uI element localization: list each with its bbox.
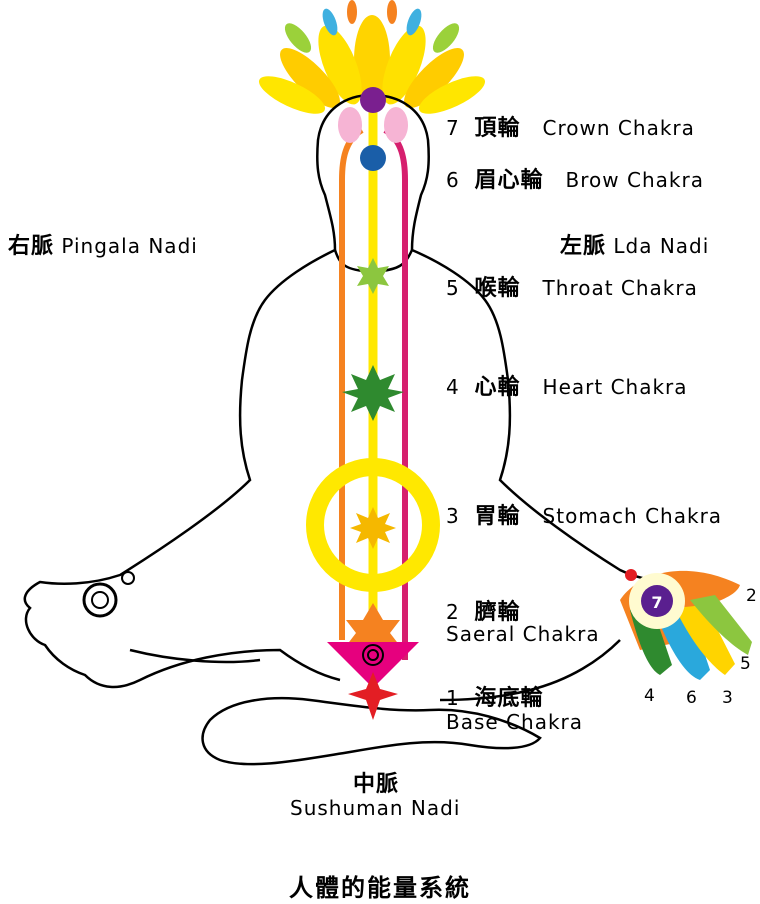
- brow-chakra-symbol: [360, 145, 386, 171]
- right-nadi-en: Pingala Nadi: [61, 234, 198, 258]
- mudra-ring-inner: [91, 591, 109, 609]
- right-thigh-line: [129, 648, 261, 664]
- lotus-petal: [318, 25, 362, 105]
- left-nadi-zh: 左脈: [560, 234, 607, 259]
- finger-lightgreen: [690, 595, 752, 655]
- chakra-num: 3: [446, 504, 460, 528]
- left-thigh-line: [439, 639, 621, 702]
- sacral-chakra-symbol: [346, 603, 400, 662]
- chakra-num: 7: [446, 116, 460, 140]
- central-nadi-en: Sushuman Nadi: [290, 796, 461, 820]
- crown-petal: [338, 107, 362, 143]
- right-hand-mudra: [82, 571, 135, 618]
- chakra-en: Throat Chakra: [542, 276, 698, 300]
- stomach-chakra-symbol: [350, 507, 396, 549]
- central-nadi-zh: 中脈: [353, 772, 400, 797]
- chakra-num: 5: [446, 276, 460, 300]
- finger-number: 4: [644, 686, 655, 706]
- lotus-leaf: [284, 23, 312, 53]
- throat-chakra-symbol: [357, 258, 389, 294]
- crossed-legs-outline: [201, 696, 542, 766]
- left-hand-colored: 7: [620, 569, 752, 680]
- chakra-zh: 胃輪: [474, 504, 521, 529]
- chakra-label-7: 7 頂輪 Crown Chakra: [446, 110, 695, 142]
- chakra-label-4: 4 心輪 Heart Chakra: [446, 369, 688, 401]
- spiral-ring: [367, 649, 379, 661]
- chakra-zh: 眉心輪: [474, 168, 544, 193]
- chakra-label-1: 1 海底輪: [446, 680, 543, 712]
- left-body-outline: [371, 93, 681, 582]
- lotus-leaf: [322, 8, 338, 36]
- lotus-petal: [418, 76, 486, 114]
- left-nadi-en: Lda Nadi: [613, 234, 710, 258]
- mudra-fingertip: [121, 571, 135, 585]
- lotus-petal: [258, 76, 326, 114]
- lotus-leaf: [406, 8, 422, 36]
- chakra-zh: 海底輪: [474, 686, 544, 711]
- palm-center-number: 7: [651, 593, 662, 612]
- heart-chakra-symbol: [342, 365, 404, 421]
- chakra-label-2: 2 臍輪: [446, 594, 520, 626]
- finger-number: 5: [740, 654, 751, 674]
- chakra-zh: 臍輪: [474, 600, 521, 625]
- chakra-num: 1: [446, 686, 460, 710]
- lotus-petal: [382, 25, 426, 105]
- lotus-crown: [258, 0, 486, 114]
- chakra-num: 6: [446, 168, 460, 192]
- right-nadi-zh: 右脈: [8, 234, 55, 259]
- finger-blue: [655, 610, 710, 680]
- stomach-chakra-ring: [306, 458, 440, 592]
- chakra-en-2: Saeral Chakra: [446, 622, 600, 646]
- chakra-label-5: 5 喉輪 Throat Chakra: [446, 270, 698, 302]
- spiral-symbol: [362, 644, 384, 666]
- chakra-en: Stomach Chakra: [542, 504, 723, 528]
- chakra-num: 2: [446, 600, 460, 624]
- crown-pink-petals: [338, 107, 408, 143]
- finger-number: 3: [722, 688, 733, 708]
- right-nadi-label: 右脈 Pingala Nadi: [8, 228, 198, 260]
- chakra-zh: 心輪: [474, 375, 521, 400]
- lotus-petal: [404, 48, 464, 108]
- chakra-num: 4: [446, 375, 460, 399]
- chakra-en: Heart Chakra: [542, 375, 688, 399]
- lotus-leaf: [387, 0, 397, 24]
- crown-chakra-symbol: [360, 87, 386, 113]
- chakra-zh: 頂輪: [474, 116, 521, 141]
- lotus-petal: [354, 15, 390, 105]
- finger-number: 2: [746, 586, 757, 606]
- right-body-outline: [23, 93, 373, 689]
- palm-red-dot: [625, 569, 637, 581]
- crown-petal: [384, 107, 408, 143]
- finger-number: 6: [686, 688, 697, 708]
- spiral-ring: [362, 644, 384, 666]
- chakra-zh: 喉輪: [474, 276, 521, 301]
- chakra-en: Crown Chakra: [542, 116, 695, 140]
- left-nadi-label: 左脈 Lda Nadi: [560, 228, 709, 260]
- chakra-label-6: 6 眉心輪 Brow Chakra: [446, 162, 704, 194]
- chakra-label-3: 3 胃輪 Stomach Chakra: [446, 498, 722, 530]
- mudra-ring: [82, 582, 118, 618]
- chakra-en: Brow Chakra: [565, 168, 704, 192]
- lotus-leaf: [347, 0, 357, 24]
- base-chakra-symbol: [348, 672, 398, 720]
- lotus-petal: [280, 48, 340, 108]
- page-title: 人體的能量系統: [289, 874, 471, 902]
- lotus-leaf: [432, 23, 460, 53]
- finger-yellow: [675, 605, 735, 675]
- chakra-en-1: Base Chakra: [446, 710, 584, 734]
- palm-center-circle: [641, 585, 673, 617]
